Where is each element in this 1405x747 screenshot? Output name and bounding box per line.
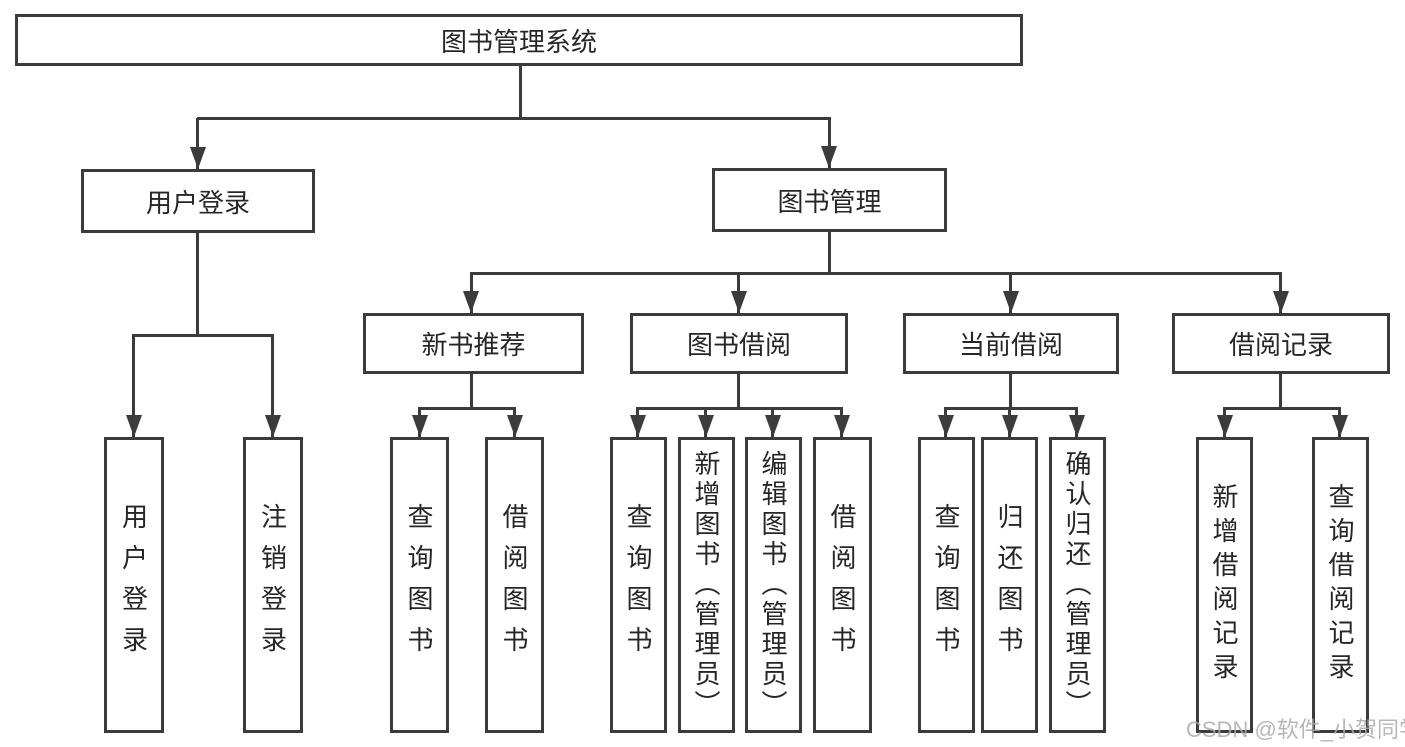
leaf-query-books-recommend: 查询图书 [390,437,449,733]
node-label: 用户登录 [145,187,250,218]
leaf-edit-books-admin: 编辑图书（管理员） [745,437,802,733]
leaf-add-borrow-record: 新增借阅记录 [1196,437,1253,733]
arrowhead-icon [1273,291,1289,313]
arrowhead-icon [698,415,714,437]
node-user-login: 用户登录 [81,169,315,233]
leaf-user-login: 用户登录 [104,437,164,733]
connector-line [132,334,274,337]
node-borrow-records: 借阅记录 [1172,313,1390,374]
leaf-label: 新增图书（管理员） [691,450,721,720]
arrowhead-icon [463,291,479,313]
connector-line [636,407,843,410]
node-label: 图书管理 [777,186,882,217]
arrowhead-icon [821,146,837,168]
leaf-label: 编辑图书（管理员） [758,450,788,720]
node-label: 当前借阅 [958,330,1063,360]
arrowhead-icon [265,415,281,437]
leaf-label: 归还图书 [994,503,1024,667]
connector-line [271,335,274,437]
connector-line [519,66,522,118]
node-current-borrow: 当前借阅 [903,313,1119,374]
arrowhead-icon [765,415,781,437]
connector-line [196,233,199,336]
leaf-label: 查询图书 [404,503,434,667]
leaf-logout: 注销登录 [243,437,303,733]
arrowhead-icon [731,291,747,313]
connector-line [418,407,516,410]
connector-line [737,374,740,409]
connector-line [1279,374,1282,409]
arrowhead-icon [412,415,428,437]
arrowhead-icon [630,415,646,437]
connector-line [470,374,473,409]
arrowhead-icon [1069,415,1085,437]
leaf-borrow-books-recommend: 借阅图书 [485,437,544,733]
connector-line [197,117,831,120]
leaf-add-books-admin: 新增图书（管理员） [678,437,735,733]
connector-line [1009,374,1012,409]
node-root: 图书管理系统 [15,14,1023,66]
connector-line [944,407,1078,410]
node-label: 借阅记录 [1228,330,1333,360]
connector-line [1223,407,1341,410]
arrowhead-icon [507,415,523,437]
node-new-book-recommend: 新书推荐 [363,313,584,374]
connector-line [470,272,1282,275]
leaf-confirm-return-admin: 确认归还（管理员） [1049,437,1106,733]
arrowhead-icon [1332,415,1348,437]
leaf-query-books-current: 查询图书 [918,437,975,733]
node-label: 图书借阅 [686,330,791,360]
node-book-borrow: 图书借阅 [630,313,848,374]
connector-line [132,335,135,437]
leaf-query-borrow-record: 查询借阅记录 [1312,437,1369,733]
node-label: 新书推荐 [421,330,526,360]
leaf-label: 借阅图书 [827,503,857,667]
arrowhead-icon [834,415,850,437]
leaf-label: 用户登录 [118,503,149,667]
node-book-management: 图书管理 [712,168,947,232]
leaf-label: 借阅图书 [499,503,529,667]
csdn-watermark: CSDN @软件_小贺同学 [1186,717,1405,742]
connector-line [828,118,831,168]
leaf-label: 查询借阅记录 [1325,483,1355,687]
arrowhead-icon [1002,415,1018,437]
leaf-label: 新增借阅记录 [1209,483,1239,687]
arrowhead-icon [938,415,954,437]
node-root-label: 图书管理系统 [440,26,597,57]
connector-line [828,232,831,274]
arrowhead-icon [190,147,206,169]
leaf-label: 查询图书 [931,503,961,667]
leaf-label: 注销登录 [257,503,288,667]
leaf-return-books: 归还图书 [981,437,1038,733]
leaf-label: 查询图书 [623,503,653,667]
arrowhead-icon [1003,291,1019,313]
connector-line [196,118,199,169]
leaf-label: 确认归还（管理员） [1062,450,1092,720]
arrowhead-icon [126,415,142,437]
leaf-query-books-borrow: 查询图书 [610,437,667,733]
arrowhead-icon [1217,415,1233,437]
leaf-borrow-books: 借阅图书 [813,437,872,733]
